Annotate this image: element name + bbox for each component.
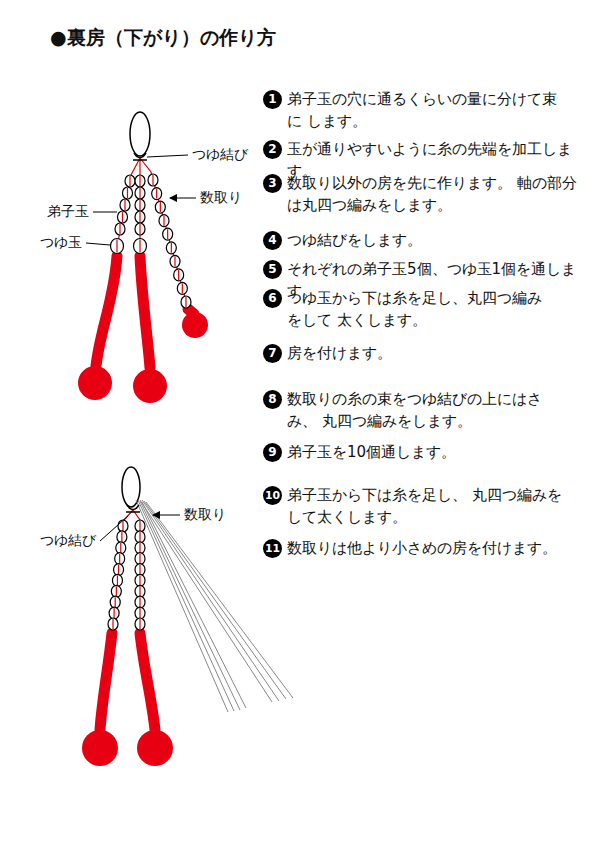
bead bbox=[123, 187, 133, 199]
bead bbox=[135, 542, 145, 554]
bead bbox=[110, 596, 120, 608]
threads bbox=[117, 158, 187, 305]
tsuyu-knot bbox=[133, 153, 147, 160]
step-item: 11 数取りは他より小さめの房を付けます。 bbox=[263, 538, 583, 560]
bead bbox=[135, 607, 145, 619]
bead bbox=[135, 585, 145, 597]
bead bbox=[135, 618, 145, 630]
bead bbox=[118, 520, 128, 532]
step-item: 4 つゆ結びをします。 bbox=[263, 230, 583, 252]
bead bbox=[135, 596, 145, 608]
lower-tassel bbox=[82, 467, 293, 766]
step-number: 5 bbox=[263, 260, 282, 279]
hanging-loop bbox=[130, 112, 150, 156]
step-item: 3 数取り以外の房を先に作ります。 軸の部分は丸四つ編みをします。 bbox=[263, 173, 583, 217]
bead bbox=[116, 542, 126, 554]
step-item: 7 房を付けます。 bbox=[263, 343, 583, 365]
bead bbox=[155, 201, 165, 213]
bead bbox=[163, 228, 173, 240]
bead bbox=[114, 564, 124, 576]
beads bbox=[108, 520, 145, 630]
step-number: 1 bbox=[263, 90, 282, 109]
bead bbox=[115, 223, 125, 235]
step-number: 9 bbox=[263, 443, 282, 462]
bead bbox=[117, 531, 127, 543]
step-item: 9 弟子玉を10個通します。 bbox=[263, 442, 583, 464]
tsuyu-knot bbox=[126, 505, 140, 512]
bead bbox=[152, 188, 162, 200]
step-number: 8 bbox=[263, 390, 282, 409]
bead bbox=[135, 574, 145, 586]
page-title: ●裏房（下がり）の作り方 bbox=[50, 26, 276, 49]
bead bbox=[108, 618, 118, 630]
step-text: つゆ結びをします。 bbox=[287, 230, 583, 252]
bead bbox=[135, 520, 145, 532]
step-text: 弟子玉から下は糸を足し、 丸四つ編みをして太くします。 bbox=[287, 485, 563, 529]
tassel-heads bbox=[82, 730, 173, 766]
bead bbox=[181, 296, 191, 308]
bead bbox=[174, 269, 184, 281]
bead bbox=[159, 215, 169, 227]
bead bbox=[112, 574, 122, 586]
bead bbox=[135, 211, 145, 223]
leader-lines bbox=[86, 155, 196, 541]
bead bbox=[111, 239, 124, 254]
bead bbox=[135, 199, 145, 211]
bead bbox=[115, 553, 125, 565]
bead bbox=[125, 175, 135, 187]
step-text: 数取り以外の房を先に作ります。 軸の部分は丸四つ編みをします。 bbox=[287, 173, 583, 217]
red-cords bbox=[100, 633, 155, 730]
step-text: 数取りは他より小さめの房を付けます。 bbox=[287, 538, 583, 560]
step-item: 1 弟子玉の穴に通るくらいの量に分けて束に します。 bbox=[263, 89, 568, 133]
upper-tassel bbox=[78, 112, 208, 403]
step-number: 11 bbox=[263, 539, 282, 558]
part-label: つゆ結び bbox=[192, 146, 248, 163]
bead bbox=[148, 174, 158, 186]
step-item: 10 弟子玉から下は糸を足し、 丸四つ編みをして太くします。 bbox=[263, 485, 563, 529]
part-label: つゆ玉 bbox=[40, 234, 82, 251]
part-label: 弟子玉 bbox=[47, 203, 89, 220]
beads bbox=[111, 174, 192, 308]
step-number: 3 bbox=[263, 174, 282, 193]
step-number: 2 bbox=[263, 140, 282, 159]
counting-threads bbox=[136, 500, 293, 712]
bead bbox=[135, 564, 145, 576]
step-text: 房を付けます。 bbox=[287, 343, 583, 365]
red-cords bbox=[96, 256, 194, 368]
step-text: 弟子玉を10個通します。 bbox=[287, 442, 583, 464]
part-label: 数取り bbox=[200, 189, 242, 206]
bead bbox=[135, 531, 145, 543]
bead bbox=[120, 199, 130, 211]
step-text: 弟子玉の穴に通るくらいの量に分けて束に します。 bbox=[287, 89, 568, 133]
bead bbox=[135, 187, 145, 199]
step-number: 6 bbox=[263, 289, 282, 308]
step-number: 10 bbox=[263, 486, 282, 505]
step-number: 4 bbox=[263, 231, 282, 250]
bead bbox=[135, 553, 145, 565]
bead bbox=[135, 223, 145, 235]
step-text: つゆ玉から下は糸を足し、丸四つ編みをして 太くします。 bbox=[287, 288, 553, 332]
hanging-loop bbox=[122, 467, 140, 507]
step-item: 8 数取りの糸の束をつゆ結びの上にはさみ、 丸四つ編みをします。 bbox=[263, 389, 563, 433]
bead bbox=[166, 242, 176, 254]
part-label: 数取り bbox=[184, 506, 226, 523]
part-label: つゆ結び bbox=[40, 532, 96, 549]
bead bbox=[109, 607, 119, 619]
bead bbox=[135, 175, 145, 187]
bead bbox=[170, 255, 180, 267]
step-number: 7 bbox=[263, 344, 282, 363]
step-item: 6 つゆ玉から下は糸を足し、丸四つ編みをして 太くします。 bbox=[263, 288, 553, 332]
tassel-heads bbox=[78, 312, 208, 403]
bead bbox=[134, 239, 147, 254]
bead bbox=[118, 211, 128, 223]
step-text: 数取りの糸の束をつゆ結びの上にはさみ、 丸四つ編みをします。 bbox=[287, 389, 563, 433]
bead bbox=[111, 585, 121, 597]
bead bbox=[177, 282, 187, 294]
